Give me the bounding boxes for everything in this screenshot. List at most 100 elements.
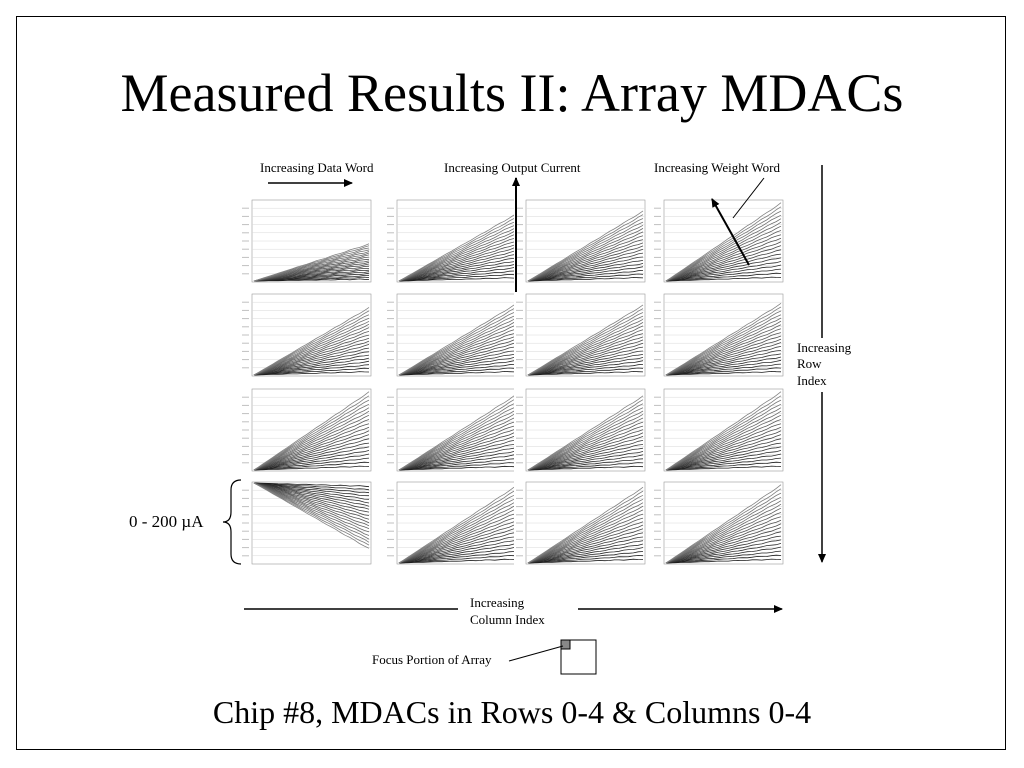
transfer-curve bbox=[398, 494, 515, 564]
transfer-curve bbox=[253, 446, 370, 471]
transfer-curve bbox=[253, 450, 370, 471]
transfer-curve bbox=[253, 340, 370, 376]
transfer-curve bbox=[665, 527, 782, 564]
focus-leader bbox=[508, 645, 564, 662]
panel-r2-c2 bbox=[514, 385, 649, 475]
transfer-curve bbox=[527, 304, 644, 376]
transfer-curve bbox=[665, 221, 782, 282]
transfer-curve bbox=[665, 356, 782, 376]
transfer-curve bbox=[253, 426, 370, 471]
transfer-curve bbox=[527, 551, 644, 564]
transfer-curve bbox=[665, 302, 782, 376]
transfer-curve bbox=[665, 453, 782, 471]
transfer-curve bbox=[253, 461, 370, 471]
transfer-curve bbox=[527, 270, 644, 282]
transfer-curve bbox=[398, 513, 515, 564]
transfer-curve bbox=[527, 407, 644, 471]
slide-frame bbox=[16, 16, 1006, 750]
transfer-curve bbox=[665, 210, 782, 282]
transfer-curve bbox=[527, 536, 644, 564]
transfer-curve bbox=[665, 370, 782, 376]
transfer-curve bbox=[527, 263, 644, 282]
transfer-curve bbox=[527, 354, 644, 376]
transfer-curve bbox=[398, 346, 515, 376]
transfer-curve bbox=[665, 350, 782, 376]
transfer-curve bbox=[398, 214, 515, 282]
transfer-curve bbox=[253, 482, 370, 497]
transfer-curve bbox=[398, 395, 515, 471]
transfer-curve bbox=[253, 344, 370, 376]
transfer-curve bbox=[665, 225, 782, 282]
transfer-curve bbox=[665, 484, 782, 564]
panel-r2-c0 bbox=[240, 385, 375, 475]
transfer-curve bbox=[665, 450, 782, 471]
transfer-curve bbox=[665, 268, 782, 282]
transfer-curve bbox=[527, 395, 644, 471]
transfer-curve bbox=[398, 241, 515, 282]
transfer-curve bbox=[665, 496, 782, 564]
panel-plot bbox=[516, 481, 646, 565]
transfer-curve bbox=[527, 547, 644, 564]
transfer-curve bbox=[398, 517, 515, 564]
transfer-curve bbox=[398, 247, 515, 282]
panel-r0-c2 bbox=[514, 196, 649, 286]
focus-label: Focus Portion of Array bbox=[372, 652, 492, 667]
transfer-curve bbox=[398, 528, 515, 564]
transfer-curve bbox=[665, 335, 782, 376]
transfer-curve bbox=[527, 235, 644, 282]
transfer-curve bbox=[527, 524, 644, 564]
transfer-curve bbox=[665, 539, 782, 564]
transfer-curve bbox=[665, 503, 782, 564]
panel-r3-c0 bbox=[240, 478, 375, 568]
transfer-curve bbox=[527, 228, 644, 282]
transfer-curve bbox=[527, 399, 644, 471]
panel-r1-c2 bbox=[514, 290, 649, 380]
transfer-curve bbox=[665, 438, 782, 471]
transfer-curve bbox=[665, 558, 782, 564]
transfer-curve bbox=[253, 410, 370, 471]
transfer-curve bbox=[665, 492, 782, 564]
transfer-curve bbox=[527, 436, 644, 471]
transfer-curve bbox=[665, 403, 782, 471]
transfer-curve bbox=[398, 336, 515, 376]
transfer-curve bbox=[253, 434, 370, 471]
transfer-curve bbox=[253, 314, 370, 376]
transfer-curve bbox=[253, 482, 370, 540]
transfer-curve bbox=[398, 367, 515, 376]
panel-plot bbox=[654, 481, 784, 565]
transfer-curve bbox=[253, 364, 370, 376]
transfer-curve bbox=[398, 447, 515, 471]
transfer-curve bbox=[398, 440, 515, 471]
transfer-curve bbox=[665, 264, 782, 282]
transfer-curve bbox=[665, 414, 782, 471]
panel-r1-c0 bbox=[240, 290, 375, 380]
transfer-curve bbox=[527, 502, 644, 564]
transfer-curve bbox=[665, 399, 782, 471]
transfer-curve bbox=[398, 312, 515, 376]
transfer-curve bbox=[253, 430, 370, 471]
transfer-curve bbox=[398, 540, 515, 564]
transfer-curve bbox=[527, 346, 644, 376]
transfer-curve bbox=[665, 419, 782, 471]
transfer-curve bbox=[398, 244, 515, 282]
transfer-curve bbox=[665, 395, 782, 471]
transfer-curve bbox=[527, 417, 644, 471]
transfer-curve bbox=[398, 429, 515, 471]
transfer-curve bbox=[398, 532, 515, 564]
transfer-curve bbox=[665, 317, 782, 376]
transfer-curve bbox=[665, 391, 782, 471]
transfer-curve bbox=[527, 432, 644, 471]
transfer-curve bbox=[253, 438, 370, 471]
transfer-curve bbox=[527, 350, 644, 376]
transfer-curve bbox=[398, 234, 515, 282]
transfer-curve bbox=[253, 442, 370, 471]
transfer-curve bbox=[665, 245, 782, 282]
transfer-curve bbox=[527, 273, 644, 282]
transfer-curve bbox=[253, 419, 370, 471]
transfer-curve bbox=[665, 214, 782, 282]
transfer-curve bbox=[665, 320, 782, 376]
transfer-curve bbox=[253, 482, 370, 520]
transfer-curve bbox=[665, 241, 782, 282]
transfer-curve bbox=[665, 253, 782, 282]
